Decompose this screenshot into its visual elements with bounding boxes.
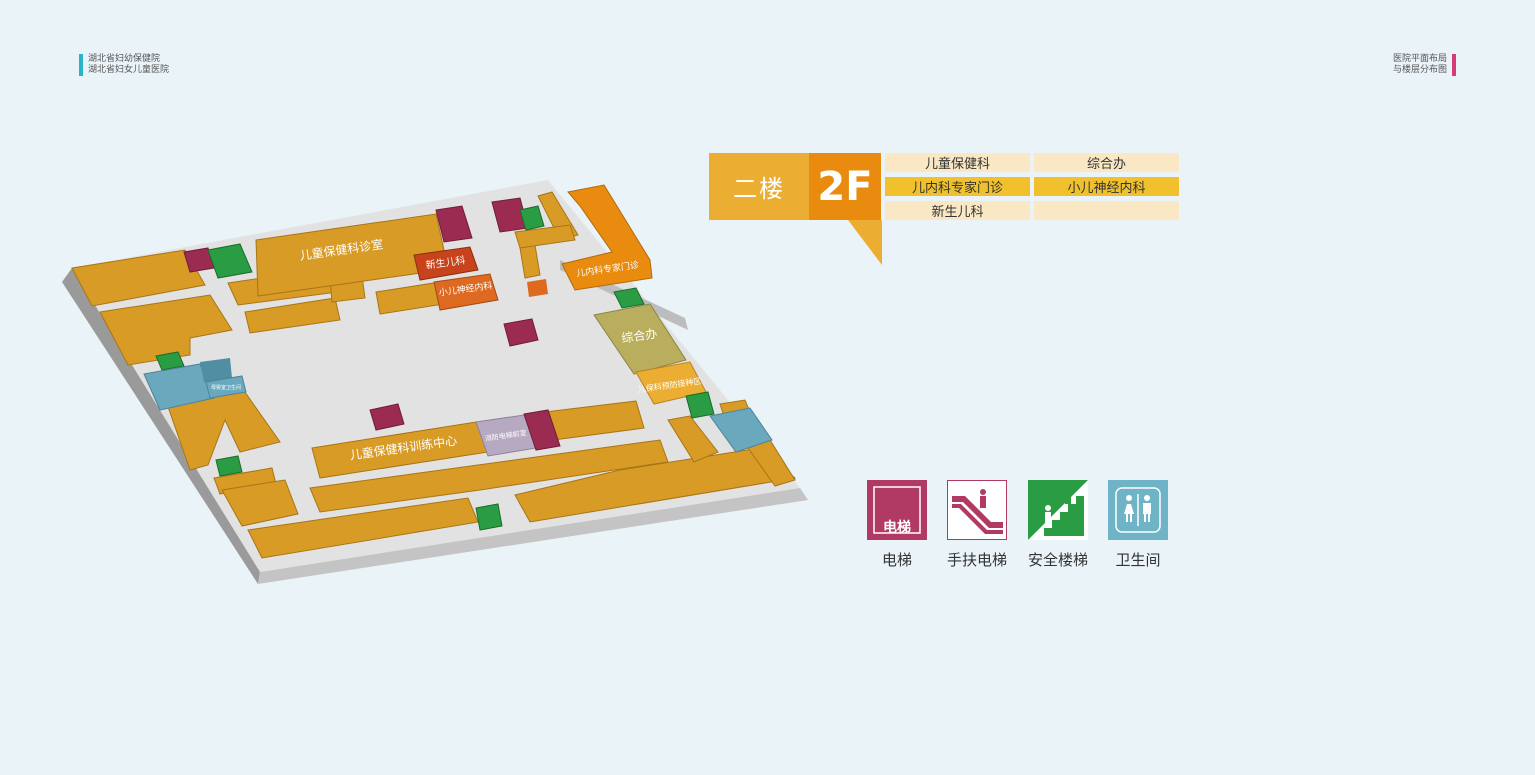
escalator-icon — [947, 480, 1007, 540]
svg-text:电梯: 电梯 — [883, 519, 911, 536]
floor-indicator-pointer — [848, 220, 882, 265]
room-block[interactable] — [527, 279, 548, 297]
dept-item[interactable]: 儿内科专家门诊 — [885, 177, 1030, 196]
legend-label: 手扶电梯 — [946, 551, 1007, 569]
room-block[interactable] — [309, 439, 669, 513]
dept-item[interactable]: 小儿神经内科 — [1034, 177, 1179, 196]
elevator-blocks — [183, 197, 561, 451]
stairs-icon[interactable] — [519, 205, 545, 231]
legend-escalator: 手扶电梯 — [937, 480, 1017, 570]
room-pediatric-expert[interactable]: 儿内科专家门诊 — [561, 184, 653, 291]
dept-item[interactable] — [1034, 201, 1179, 220]
room-block[interactable] — [247, 497, 479, 559]
legend-elevator: 电梯 电梯 — [857, 480, 937, 570]
doc-title-line1: 医院平面布局 — [1392, 54, 1447, 64]
restroom-icon[interactable] — [143, 363, 215, 411]
doc-title-block: 医院平面布局 与楼层分布图 — [1393, 54, 1456, 76]
stairs-icon[interactable] — [613, 287, 645, 309]
dept-item[interactable]: 综合办 — [1034, 153, 1179, 172]
floor-indicator: 二楼 2F — [709, 153, 881, 220]
room-block[interactable] — [71, 249, 206, 307]
org-name-line1: 湖北省妇幼保健院 — [88, 54, 161, 64]
legend-label: 电梯 — [881, 551, 912, 569]
stairs-icon[interactable] — [207, 243, 253, 279]
restroom-icon[interactable] — [709, 407, 773, 453]
room-block[interactable] — [164, 384, 281, 471]
elevator-icon[interactable] — [369, 403, 405, 431]
doc-title-line2: 与楼层分布图 — [1392, 65, 1447, 75]
room-general-office[interactable]: 综合办 — [593, 303, 687, 375]
org-name-line2: 湖北省妇女儿童医院 — [88, 65, 170, 75]
legend-label: 卫生间 — [1115, 551, 1161, 569]
dept-item[interactable]: 儿童保健科 — [885, 153, 1030, 172]
legend-label: 安全楼梯 — [1027, 551, 1088, 569]
elevator-icon[interactable] — [435, 205, 473, 243]
stairs-icon[interactable] — [475, 503, 503, 531]
legend-stairs: 安全楼梯 — [1018, 480, 1098, 570]
room-neonatal[interactable]: 新生儿科 — [413, 246, 479, 281]
legend-restroom: 卫生间 — [1098, 480, 1178, 570]
room-block[interactable] — [514, 224, 576, 249]
elevator-icon[interactable] — [523, 409, 561, 451]
restroom-icon — [1108, 480, 1168, 540]
restroom-blocks: 母婴室卫生间 — [143, 358, 773, 453]
floor-code: 2F — [809, 153, 881, 220]
room-block[interactable] — [221, 479, 299, 527]
room-child-vaccination[interactable]: 儿保科预防接种区 — [635, 361, 707, 405]
stairs-icon[interactable] — [215, 455, 243, 477]
stairs-icon — [1028, 480, 1088, 540]
dept-item[interactable]: 新生儿科 — [885, 201, 1030, 220]
stairs-blocks — [155, 205, 715, 531]
stairs-icon[interactable] — [155, 351, 185, 371]
floor-name: 二楼 — [709, 153, 809, 220]
room-label: 母婴室卫生间 — [211, 384, 241, 391]
room-block[interactable] — [99, 294, 233, 366]
room-pediatric-neuro[interactable]: 小儿神经内科 — [433, 273, 499, 311]
elevator-icon[interactable] — [503, 318, 539, 347]
org-name-block: 湖北省妇幼保健院 湖北省妇女儿童医院 — [79, 54, 169, 76]
room-restroom-small[interactable]: 母婴室卫生间 — [205, 375, 247, 399]
room-block[interactable] — [667, 415, 719, 463]
restroom-icon[interactable] — [200, 358, 232, 382]
room-blocks — [71, 191, 797, 559]
room-label: 综合办 — [620, 326, 658, 346]
room-child-care-clinic[interactable]: 儿童保健科诊室 — [255, 213, 449, 297]
room-block[interactable] — [244, 297, 341, 334]
stairs-icon[interactable] — [685, 391, 715, 419]
elevator-icon: 电梯 — [867, 480, 927, 540]
